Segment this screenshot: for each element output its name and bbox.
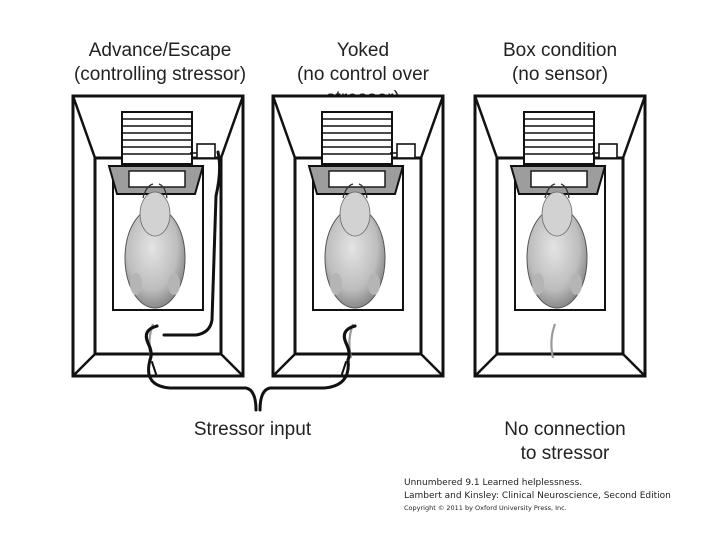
no-connection-subtitle: to stressor — [520, 443, 610, 464]
caption-copyright: Copyright © 2011 by Oxford University Pr… — [404, 504, 567, 512]
no-connection-title: No connection — [504, 419, 626, 440]
sensor-cable — [162, 150, 222, 337]
yoked-chamber — [271, 94, 445, 378]
box-condition-title: Box condition — [502, 40, 618, 61]
box-condition-chamber — [473, 94, 647, 378]
caption-figure-title: Unnumbered 9.1 Learned helplessness. — [404, 478, 583, 488]
advance-escape-title: Advance/Escape — [88, 40, 232, 61]
box-condition-subtitle: (no sensor) — [511, 64, 609, 85]
figure-caption: Unnumbered 9.1 Learned helplessness. Lam… — [404, 477, 714, 514]
stressor-input-label: Stressor input — [193, 419, 312, 440]
box-condition-label: Box condition (no sensor) — [470, 39, 650, 87]
advance-escape-subtitle: (controlling stressor) — [73, 64, 247, 85]
advance-escape-label: Advance/Escape (controlling stressor) — [60, 39, 260, 87]
stressor-input-wires — [147, 358, 350, 412]
caption-source: Lambert and Kinsley: Clinical Neuroscien… — [404, 491, 671, 501]
no-connection-label: No connection to stressor — [490, 418, 640, 466]
yoked-title: Yoked — [336, 40, 390, 61]
advance-escape-chamber — [71, 94, 245, 378]
tail-electrodes — [144, 324, 357, 362]
